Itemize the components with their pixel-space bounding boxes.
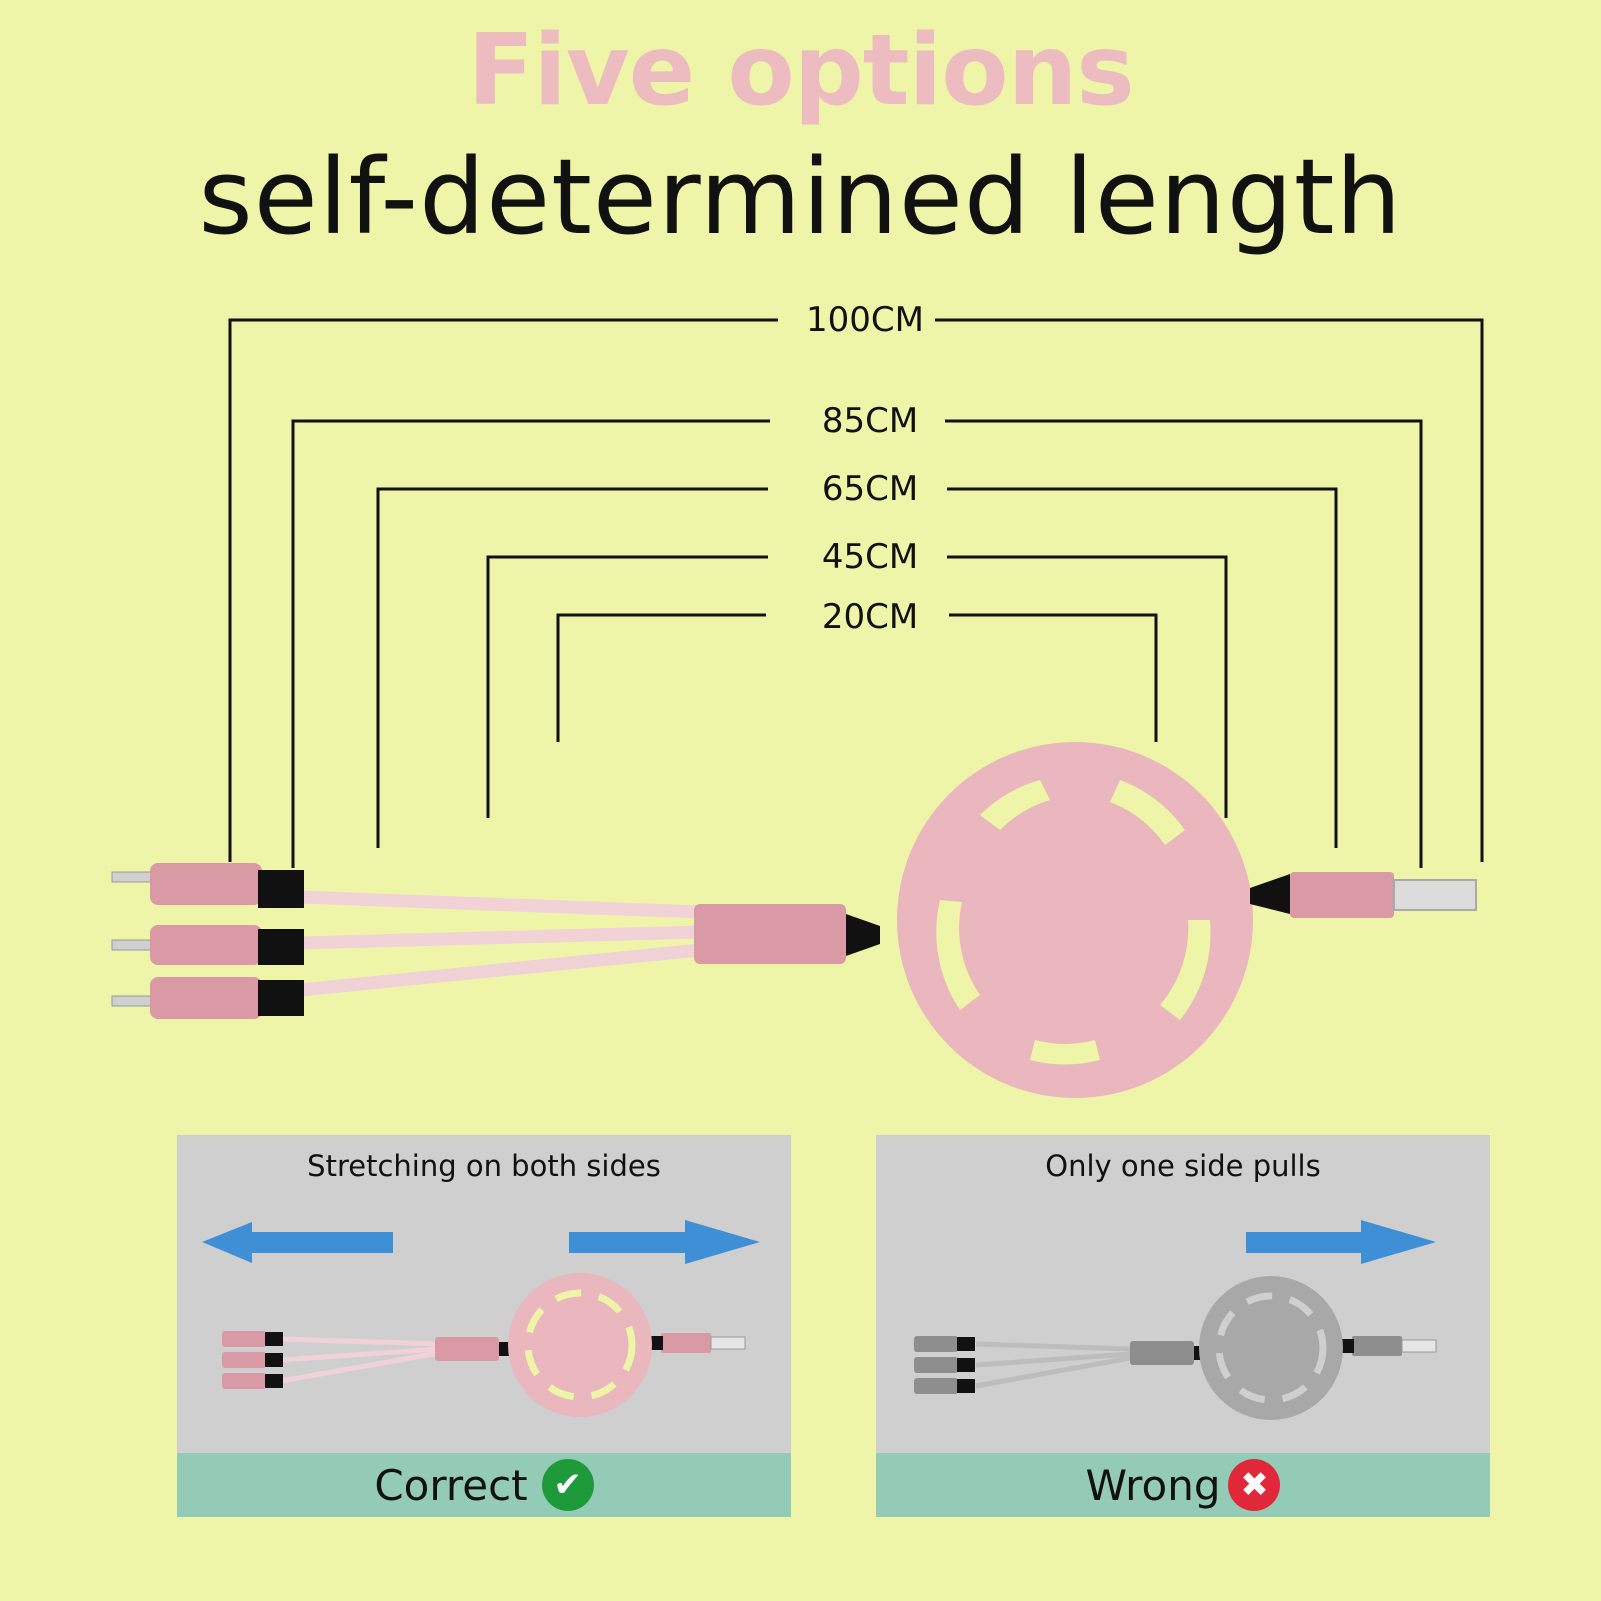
cable-wires — [293, 890, 707, 997]
arrow-right-icon — [1246, 1220, 1436, 1264]
usb-plug — [1393, 879, 1477, 911]
cross-icon: ✖ — [1228, 1459, 1281, 1511]
headline-subtitle: self-determined length — [198, 136, 1403, 258]
arrow-right-icon — [569, 1220, 760, 1264]
check-icon: ✔ — [541, 1459, 594, 1511]
connector-tips — [111, 871, 153, 1007]
verdict-correct: Correct — [374, 1460, 528, 1510]
usage-panel-wrong: Only one side pulls Wrong ✖ — [876, 1135, 1490, 1517]
cable-diagram — [111, 318, 1484, 1098]
length-label-100cm: 100CM — [806, 300, 924, 340]
splitter-sleeve — [694, 904, 846, 964]
bracket-20cm — [556, 613, 766, 742]
verdict-wrong: Wrong — [1085, 1460, 1221, 1510]
bracket-65cm — [376, 487, 768, 848]
arrow-left-icon — [202, 1222, 393, 1263]
usage-panel-correct: Stretching on both sides Correct ✔ — [177, 1135, 791, 1517]
length-brackets — [228, 318, 1484, 868]
usb-housing — [1290, 872, 1394, 918]
connector-housings — [150, 863, 304, 1019]
length-label-20cm: 20CM — [821, 597, 919, 637]
headline-title: Five options — [467, 14, 1134, 128]
wrong-illustration — [914, 1220, 1437, 1420]
panel-footer-wrong: Wrong ✖ — [876, 1453, 1490, 1517]
bracket-100cm — [228, 318, 778, 862]
panel-footer-correct: Correct ✔ — [177, 1453, 791, 1517]
bracket-85cm — [291, 419, 770, 868]
correct-illustration — [202, 1220, 760, 1417]
length-label-85cm: 85CM — [821, 401, 919, 441]
cable-reel — [897, 742, 1253, 1098]
length-label-45cm: 45CM — [821, 537, 919, 577]
bracket-45cm — [486, 555, 768, 818]
panel-title: Only one side pulls — [1045, 1149, 1321, 1183]
length-label-65cm: 65CM — [821, 469, 919, 509]
panel-title: Stretching on both sides — [307, 1149, 661, 1183]
